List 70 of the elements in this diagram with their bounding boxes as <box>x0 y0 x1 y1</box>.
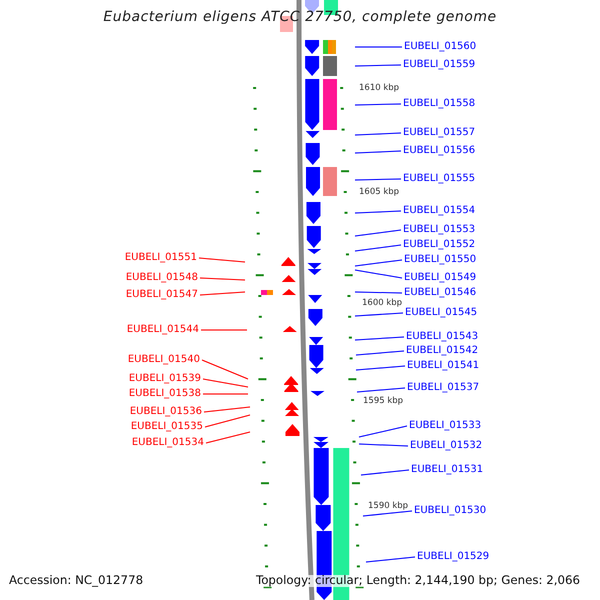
footer-text: Topology: circular; Length: 2,144,190 bp; Genes: 2,066 <box>256 575 580 587</box>
gene-label: EUBELI_01559 <box>403 60 476 70</box>
gene-label: EUBELI_01558 <box>403 99 476 109</box>
gene-label: EUBELI_01538 <box>128 389 201 399</box>
footer-text: Accession: NC_012778 <box>9 575 144 587</box>
leader-line <box>206 432 250 444</box>
leader-line <box>354 230 402 236</box>
gene-label: EUBELI_01535 <box>130 422 203 432</box>
gene-label: EUBELI_01542 <box>406 346 478 356</box>
gene-label: EUBELI_01541 <box>407 361 480 371</box>
scale-label: 1610 kbp <box>359 84 400 92</box>
leader-line <box>354 64 402 66</box>
gene-label: EUBELI_01533 <box>409 421 482 431</box>
gene-label: EUBELI_01548 <box>126 273 198 283</box>
gene-label: EUBELI_01531 <box>411 465 484 475</box>
gene-label: EUBELI_01552 <box>403 240 476 250</box>
gene-label: EUBELI_01550 <box>404 255 476 265</box>
gene-label: EUBELI_01543 <box>406 332 478 342</box>
gene-label: EUBELI_01529 <box>417 552 490 562</box>
leader-line <box>202 360 248 380</box>
gene-label: EUBELI_01545 <box>405 308 478 318</box>
leader-line <box>354 270 402 278</box>
scale-label: 1595 kbp <box>363 397 404 406</box>
leader-line <box>200 292 246 296</box>
gene-label: EUBELI_01549 <box>404 273 476 283</box>
gene-label: EUBELI_01546 <box>404 288 476 298</box>
scale-label: 1600 kbp <box>362 299 402 308</box>
leader-line <box>366 556 416 562</box>
leader-line <box>354 312 404 316</box>
leader-line <box>354 292 402 294</box>
leader-line <box>200 278 246 280</box>
gene-label: EUBELI_01560 <box>404 42 476 52</box>
gene-label: EUBELI_01539 <box>128 374 201 384</box>
leader-line <box>354 178 402 180</box>
gene-label: EUBELI_01544 <box>126 325 199 335</box>
gene-label: EUBELI_01551 <box>124 253 197 263</box>
leader-line <box>358 426 408 438</box>
gene-label: EUBELI_01553 <box>403 225 476 235</box>
leader-line <box>204 406 250 412</box>
chart-title: Eubacterium eligens ATCC 27750, complete genome <box>102 10 498 24</box>
gene-label: EUBELI_01554 <box>403 206 476 216</box>
gene-label: EUBELI_01534 <box>132 438 204 448</box>
leader-line <box>362 510 412 516</box>
leader-line <box>356 388 406 392</box>
leader-line <box>354 46 402 48</box>
leader-line <box>356 350 404 356</box>
leader-line <box>354 336 404 340</box>
leader-line <box>354 150 402 154</box>
gene-label: EUBELI_01557 <box>403 128 476 138</box>
leader-line <box>354 104 402 106</box>
gene-label: EUBELI_01530 <box>414 506 486 516</box>
gene-label: EUBELI_01536 <box>130 407 202 417</box>
gene-label: EUBELI_01540 <box>128 355 200 365</box>
leader-line <box>354 244 402 252</box>
leader-line <box>356 366 406 370</box>
gene-label: EUBELI_01537 <box>407 383 480 393</box>
leader-line <box>354 210 402 214</box>
leader-line <box>204 414 250 428</box>
gene-label: EUBELI_01547 <box>126 290 198 300</box>
leader-line <box>198 258 246 262</box>
scale-label: 1590 kbp <box>368 502 408 510</box>
gene-label: EUBELI_01555 <box>403 174 476 184</box>
leader-line <box>354 132 402 136</box>
gene-label: EUBELI_01556 <box>403 146 476 156</box>
leader-line <box>358 444 408 446</box>
leader-line <box>202 378 248 388</box>
scale-label: 1605 kbp <box>359 188 400 196</box>
gene-label: EUBELI_01532 <box>410 441 482 451</box>
leader-line <box>354 260 402 266</box>
leader-line <box>360 470 410 476</box>
